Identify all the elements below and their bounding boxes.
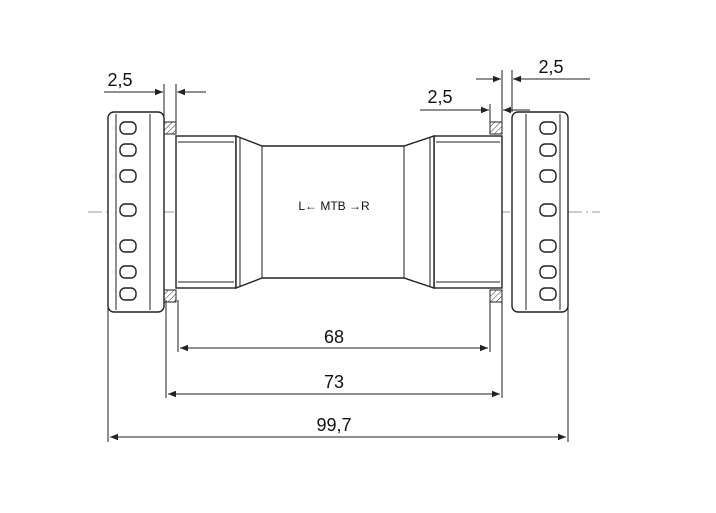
dimension-left-2-5: 2,5 xyxy=(104,70,206,132)
bracket-shell xyxy=(175,134,503,290)
left-cup xyxy=(107,111,165,313)
dimension-73: 73 xyxy=(168,372,500,398)
dimension-99-7: 99,7 xyxy=(110,415,566,441)
dimension-68: 68 xyxy=(180,327,488,352)
svg-text:73: 73 xyxy=(324,372,344,392)
svg-text:99,7: 99,7 xyxy=(316,415,351,435)
svg-text:2,5: 2,5 xyxy=(107,70,132,90)
dimension-right-2-5-lower: 2,5 xyxy=(420,70,530,132)
direction-label: L← MTB →R xyxy=(298,199,370,213)
left-spacer-top xyxy=(163,121,177,135)
svg-text:2,5: 2,5 xyxy=(427,87,452,107)
right-spacer-top xyxy=(489,121,503,135)
right-spacer-bottom xyxy=(489,289,503,303)
right-cup xyxy=(511,111,569,313)
left-spacer-bottom xyxy=(163,289,177,303)
dimension-right-2-5-upper: 2,5 xyxy=(476,57,590,112)
svg-text:68: 68 xyxy=(324,327,344,347)
svg-text:2,5: 2,5 xyxy=(538,57,563,77)
